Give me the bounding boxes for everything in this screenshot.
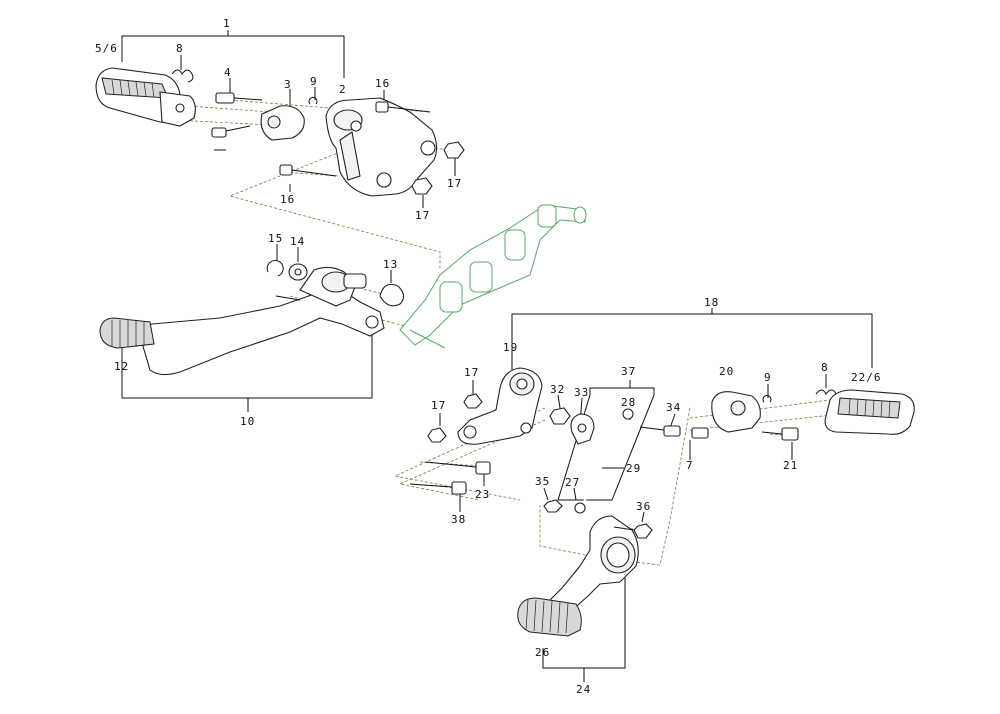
label-8-right: 8: [821, 361, 829, 374]
label-2: 2: [339, 83, 347, 96]
label-16-bottom: 16: [280, 193, 295, 206]
callout-labels: 1 5/6 8 4 3 9 2 16 17 16 17 15 14 13 12 …: [95, 17, 882, 696]
right-footrest-assembly: [409, 367, 915, 637]
label-22-6: 22/6: [851, 371, 882, 384]
label-18: 18: [704, 296, 719, 309]
label-14: 14: [290, 235, 305, 248]
label-24: 24: [576, 683, 591, 696]
label-9-right: 9: [764, 371, 772, 384]
label-28: 28: [621, 396, 636, 409]
label-27: 27: [565, 476, 580, 489]
label-26: 26: [535, 646, 550, 659]
label-5-6: 5/6: [95, 42, 118, 55]
label-13: 13: [383, 258, 398, 271]
label-38: 38: [451, 513, 466, 526]
label-7: 7: [686, 459, 694, 472]
label-17-bottom: 17: [415, 209, 430, 222]
label-29: 29: [626, 462, 641, 475]
leader-lines: [121, 30, 873, 682]
label-12: 12: [114, 360, 129, 373]
left-footrest-assembly: [95, 67, 465, 197]
label-35: 35: [535, 475, 550, 488]
label-23: 23: [475, 488, 490, 501]
label-19: 19: [503, 341, 518, 354]
label-9-left: 9: [310, 75, 318, 88]
label-20: 20: [719, 365, 734, 378]
frame-subframe: [399, 204, 587, 349]
label-17-mid-top: 17: [464, 366, 479, 379]
label-15: 15: [268, 232, 283, 245]
label-4: 4: [224, 66, 232, 79]
label-16-top: 16: [375, 77, 390, 90]
label-17-mid-bottom: 17: [431, 399, 446, 412]
label-10: 10: [240, 415, 255, 428]
label-33: 33: [574, 386, 589, 399]
label-3: 3: [284, 78, 292, 91]
label-37: 37: [621, 365, 636, 378]
label-36: 36: [636, 500, 651, 513]
label-1: 1: [223, 17, 231, 30]
label-17-top: 17: [447, 177, 462, 190]
label-21: 21: [783, 459, 798, 472]
label-34: 34: [666, 401, 681, 414]
gear-shift-lever: [99, 260, 405, 376]
label-32: 32: [550, 383, 565, 396]
label-8-left: 8: [176, 42, 184, 55]
